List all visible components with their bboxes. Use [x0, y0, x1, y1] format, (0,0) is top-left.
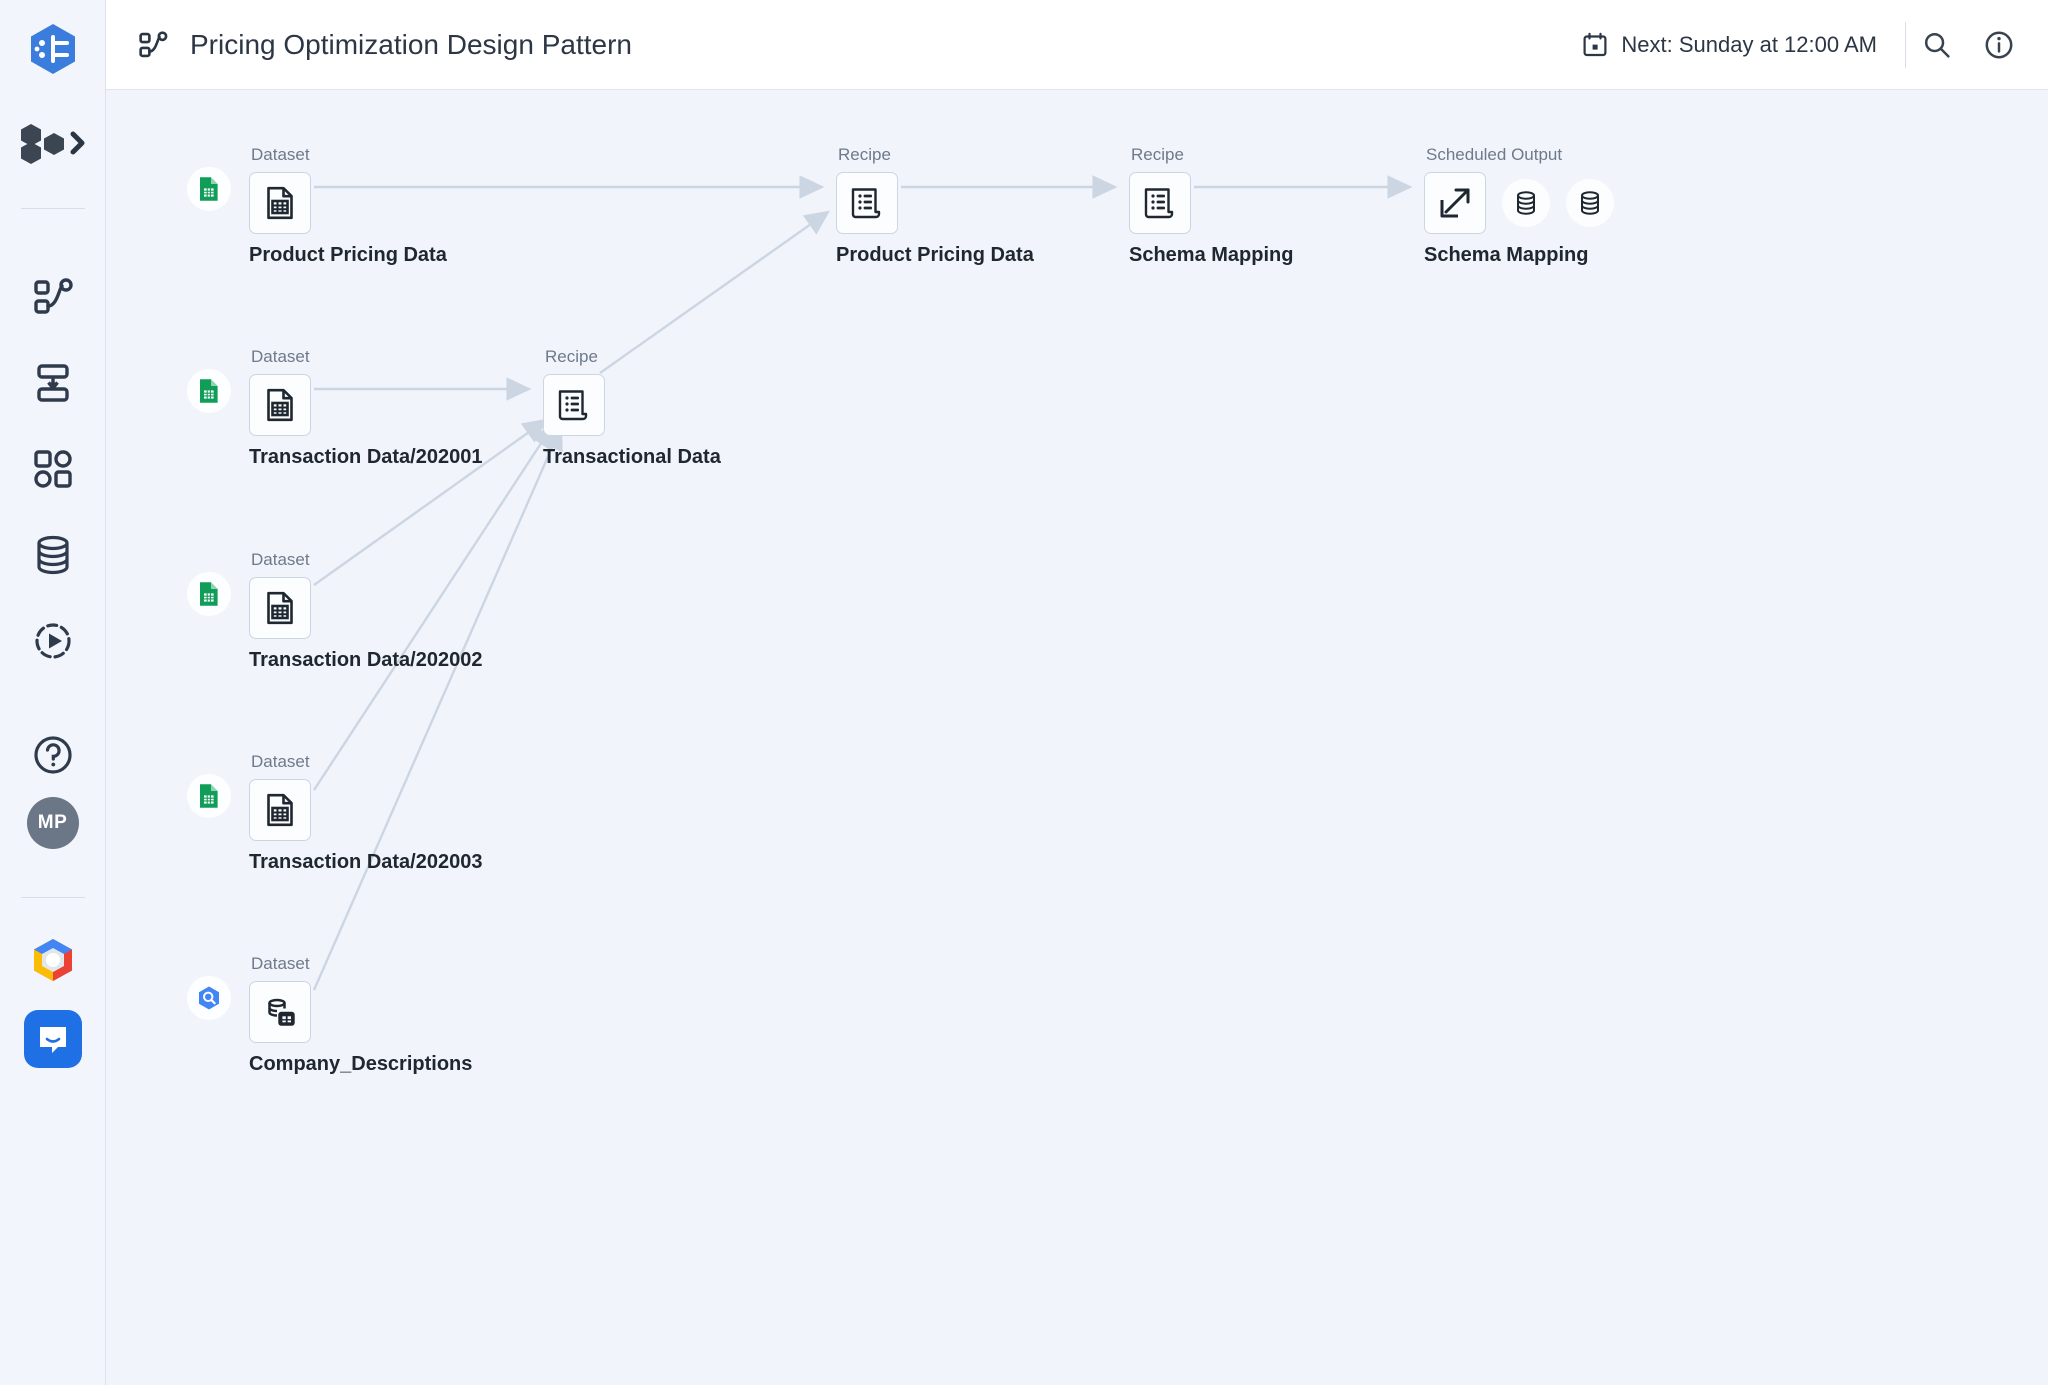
page-title: Pricing Optimization Design Pattern [190, 28, 632, 60]
calendar-icon [1582, 32, 1608, 58]
node-label: Company_Descriptions [249, 1053, 473, 1075]
project-switcher[interactable] [13, 120, 93, 166]
schedule-text: Next: Sunday at 12:00 AM [1621, 31, 1877, 57]
sidebar-item-flow[interactable] [25, 269, 81, 325]
flow-edges [312, 175, 1413, 991]
help-question-icon[interactable] [25, 727, 81, 783]
dataiku-logo-icon[interactable] [24, 20, 82, 78]
bigquery-icon [187, 976, 231, 1020]
main-area: Pricing Optimization Design Pattern Next… [106, 0, 2048, 1385]
left-sidebar: MP [0, 0, 106, 1385]
flow-canvas[interactable]: Dataset [106, 90, 2048, 1385]
node-type-label: Dataset [251, 347, 310, 366]
sidebar-item-lab[interactable] [25, 441, 81, 497]
google-sheets-icon [187, 572, 231, 616]
google-sheets-icon [187, 774, 231, 818]
schedule-status[interactable]: Next: Sunday at 12:00 AM [1582, 32, 1905, 58]
node-label: Schema Mapping [1129, 244, 1294, 266]
header-divider [1905, 21, 1906, 68]
node-type-label: Recipe [1131, 145, 1184, 164]
google-cloud-icon[interactable] [25, 932, 81, 988]
node-label: Product Pricing Data [249, 244, 447, 266]
node-label: Product Pricing Data [836, 244, 1034, 266]
recipe-list-icon[interactable] [543, 374, 605, 436]
dataset-file-icon[interactable] [249, 577, 311, 639]
header-left: Pricing Optimization Design Pattern [136, 28, 632, 62]
export-arrow-icon[interactable] [1424, 172, 1486, 234]
node-type-label: Dataset [251, 954, 310, 973]
node-type-label: Dataset [251, 752, 310, 771]
recipe-list-icon[interactable] [1129, 172, 1191, 234]
bigquery-dataset-icon[interactable] [249, 981, 311, 1043]
flow-node-schema-mapping-output[interactable]: Scheduled Output [1424, 145, 1614, 267]
database-icon[interactable] [1566, 179, 1614, 227]
search-icon[interactable] [1906, 14, 1968, 76]
google-sheets-icon [187, 369, 231, 413]
header-right: Next: Sunday at 12:00 AM [1582, 14, 2030, 76]
google-sheets-icon [187, 167, 231, 211]
node-label: Transaction Data/202003 [249, 851, 483, 873]
node-label: Schema Mapping [1424, 244, 1589, 266]
sidebar-divider-bottom [20, 897, 85, 898]
recipe-list-icon[interactable] [836, 172, 898, 234]
dataset-file-icon[interactable] [249, 374, 311, 436]
node-type-label: Dataset [251, 550, 310, 569]
node-type-label: Scheduled Output [1426, 145, 1563, 164]
flow-node-transaction-202001[interactable]: Dataset [187, 347, 483, 469]
database-icon[interactable] [1502, 179, 1550, 227]
avatar[interactable]: MP [26, 797, 79, 849]
intercom-chat-icon[interactable] [23, 1010, 82, 1068]
output-node-row [1424, 172, 1614, 234]
flow-node-company-descriptions[interactable]: Dataset [187, 954, 473, 1076]
info-circle-icon[interactable] [1968, 14, 2030, 76]
node-label: Transaction Data/202001 [249, 446, 483, 468]
top-header-bar: Pricing Optimization Design Pattern Next… [106, 0, 2048, 90]
flow-node-schema-mapping-recipe[interactable]: Recipe Schema Mapping [1129, 145, 1293, 267]
node-type-label: Recipe [838, 145, 891, 164]
flow-node-transaction-202002[interactable]: Dataset [187, 550, 483, 672]
flow-icon [136, 28, 170, 62]
node-label: Transaction Data/202002 [249, 649, 483, 671]
dataset-file-icon[interactable] [249, 172, 311, 234]
node-label: Transactional Data [543, 446, 721, 468]
sidebar-item-datasets[interactable] [25, 355, 81, 411]
node-type-label: Recipe [545, 347, 598, 366]
node-type-label: Dataset [251, 145, 310, 164]
flow-node-transaction-202003[interactable]: Dataset [187, 752, 483, 874]
sidebar-divider [20, 208, 85, 209]
flow-node-transactional-data-recipe[interactable]: Recipe Transactional Data [543, 347, 721, 469]
sidebar-item-scenarios[interactable] [25, 613, 81, 669]
flow-node-product-pricing-recipe[interactable]: Recipe Product Pricing Data [836, 145, 1034, 267]
sidebar-item-connections[interactable] [25, 527, 81, 583]
flow-node-product-pricing-dataset[interactable]: Dataset [187, 145, 447, 267]
dataset-file-icon[interactable] [249, 779, 311, 841]
